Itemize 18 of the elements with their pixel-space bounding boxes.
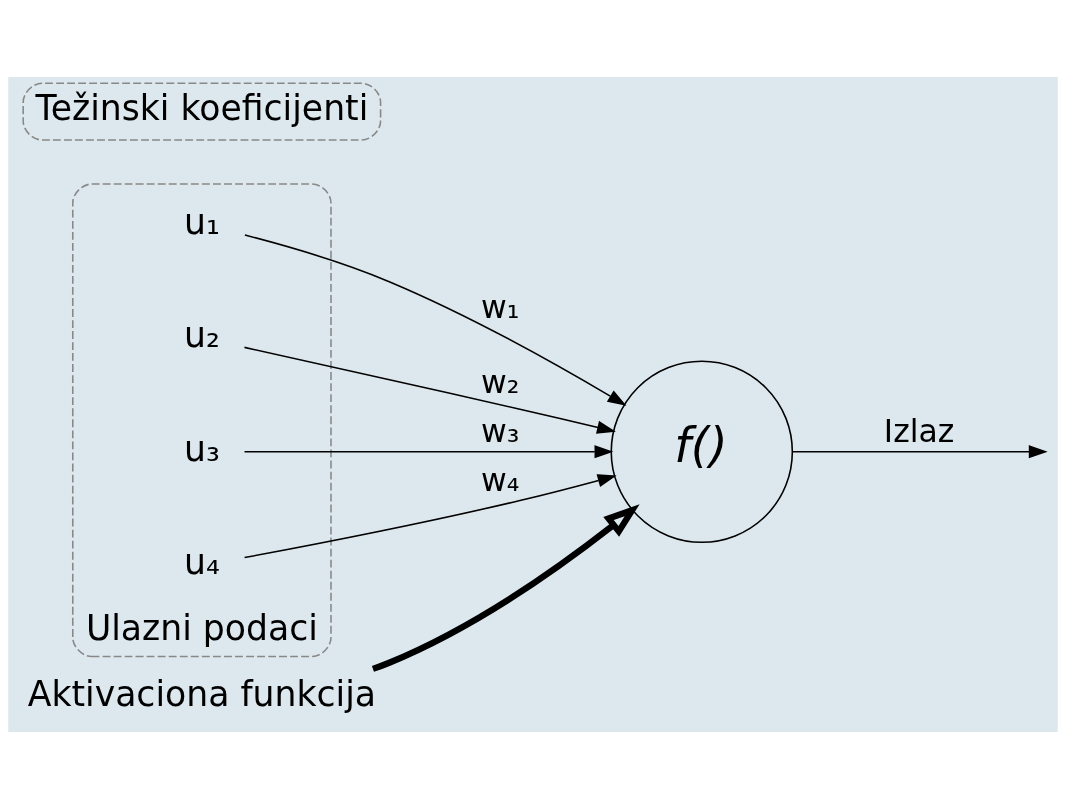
node-text: u₄ [183, 541, 220, 582]
edge-label: w₄ [481, 461, 520, 498]
arrow [371, 503, 640, 672]
edge-label: Izlaz [883, 412, 955, 449]
arrow [244, 233, 627, 406]
arrow [243, 346, 616, 434]
node-text: u₂ [183, 314, 220, 355]
edge-label: w₁ [481, 288, 520, 325]
arrow [791, 444, 1048, 458]
node-text: Aktivaciona funkcija [27, 673, 377, 714]
arrow [243, 444, 614, 458]
node-text: u₁ [183, 201, 220, 242]
node-box: Težinski koeficijenti [22, 82, 382, 141]
arrow [243, 473, 617, 558]
node-text: u₃ [183, 428, 220, 469]
node-circle: f() [610, 359, 794, 543]
edge-label: w₂ [481, 363, 520, 400]
edge-label: w₃ [481, 412, 520, 449]
